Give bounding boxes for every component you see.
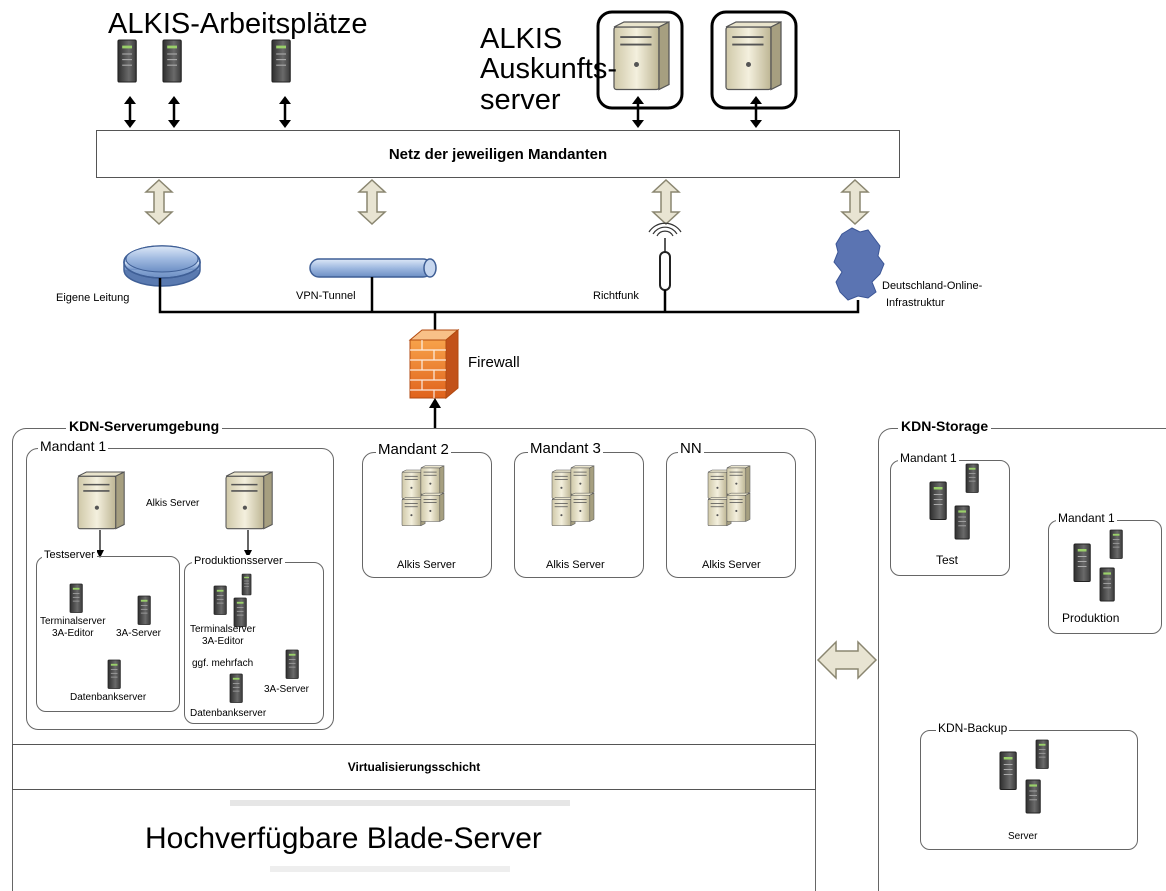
prod-terminalserver-label: Terminalserver 3A-Editor [190, 624, 256, 648]
dol-label-line1: Deutschland-Online- [882, 280, 983, 292]
info-server-label: ALKIS Auskunfts- server [480, 23, 617, 116]
mandant2-title: Mandant 2 [376, 441, 451, 458]
backup-title: KDN-Backup [936, 721, 1010, 735]
own-line-label: Eigene Leitung [56, 292, 130, 304]
prod-db-label: Datenbankserver [190, 708, 267, 719]
blade-server-label: Hochverfügbare Blade-Server [145, 822, 542, 855]
backup-label: Server [1008, 831, 1038, 842]
prodserver-title: Produktionsserver [192, 555, 285, 567]
dol-label: Deutschland-Online- Infrastruktur [882, 278, 982, 312]
network-bar: Netz der jeweiligen Mandanten [96, 130, 900, 178]
info-server-label-line2: Auskunfts- [480, 53, 617, 86]
mandant2-label: Alkis Server [397, 559, 456, 571]
firewall-label: Firewall [468, 354, 520, 371]
mandant1-title: Mandant 1 [38, 438, 109, 454]
prod-terminal-line2: 3A-Editor [201, 636, 244, 647]
mandant3-title: Mandant 3 [528, 440, 603, 457]
storage-box [878, 428, 1166, 891]
server-environment-title: KDN-Serverumgebung [66, 418, 223, 434]
mandant3-label: Alkis Server [546, 559, 605, 571]
test-3a-server-label: 3A-Server [116, 628, 162, 639]
backup-box [920, 730, 1138, 850]
storage-m1-prod-title: Mandant 1 [1056, 511, 1117, 525]
storage-m1-prod-label: Produktion [1062, 611, 1120, 625]
prod-3a-server-label: 3A-Server [264, 684, 310, 695]
testserver-box [36, 556, 180, 712]
test-terminal-line1: Terminalserver [40, 616, 106, 627]
dol-label-line2: Infrastruktur [886, 297, 945, 309]
info-server-label-line3: server [480, 83, 561, 116]
nn-label: Alkis Server [702, 559, 761, 571]
storage-m1-test-title: Mandant 1 [898, 451, 959, 465]
storage-m1-test-label: Test [936, 553, 959, 567]
vpn-label: VPN-Tunnel [296, 290, 356, 302]
test-terminalserver-label: Terminalserver 3A-Editor [40, 616, 106, 640]
radio-label: Richtfunk [593, 290, 639, 302]
mandant1-box [26, 448, 334, 730]
prod-multiple-label: ggf. mehrfach [192, 658, 254, 669]
virtualization-layer: Virtualisierungsschicht [12, 744, 816, 790]
testserver-title: Testserver [42, 549, 97, 561]
nn-box [666, 452, 796, 578]
prod-terminal-line1: Terminalserver [190, 624, 256, 635]
mandant1-alkis-server-label: Alkis Server [146, 498, 200, 509]
info-server-label-line1: ALKIS [480, 23, 563, 55]
test-db-label: Datenbankserver [70, 692, 147, 703]
test-terminal-line2: 3A-Editor [51, 628, 94, 639]
nn-title: NN [678, 440, 704, 457]
workstations-label: ALKIS-Arbeitsplätze [108, 8, 368, 40]
storage-title: KDN-Storage [898, 418, 992, 434]
server-environment-box [12, 428, 816, 891]
